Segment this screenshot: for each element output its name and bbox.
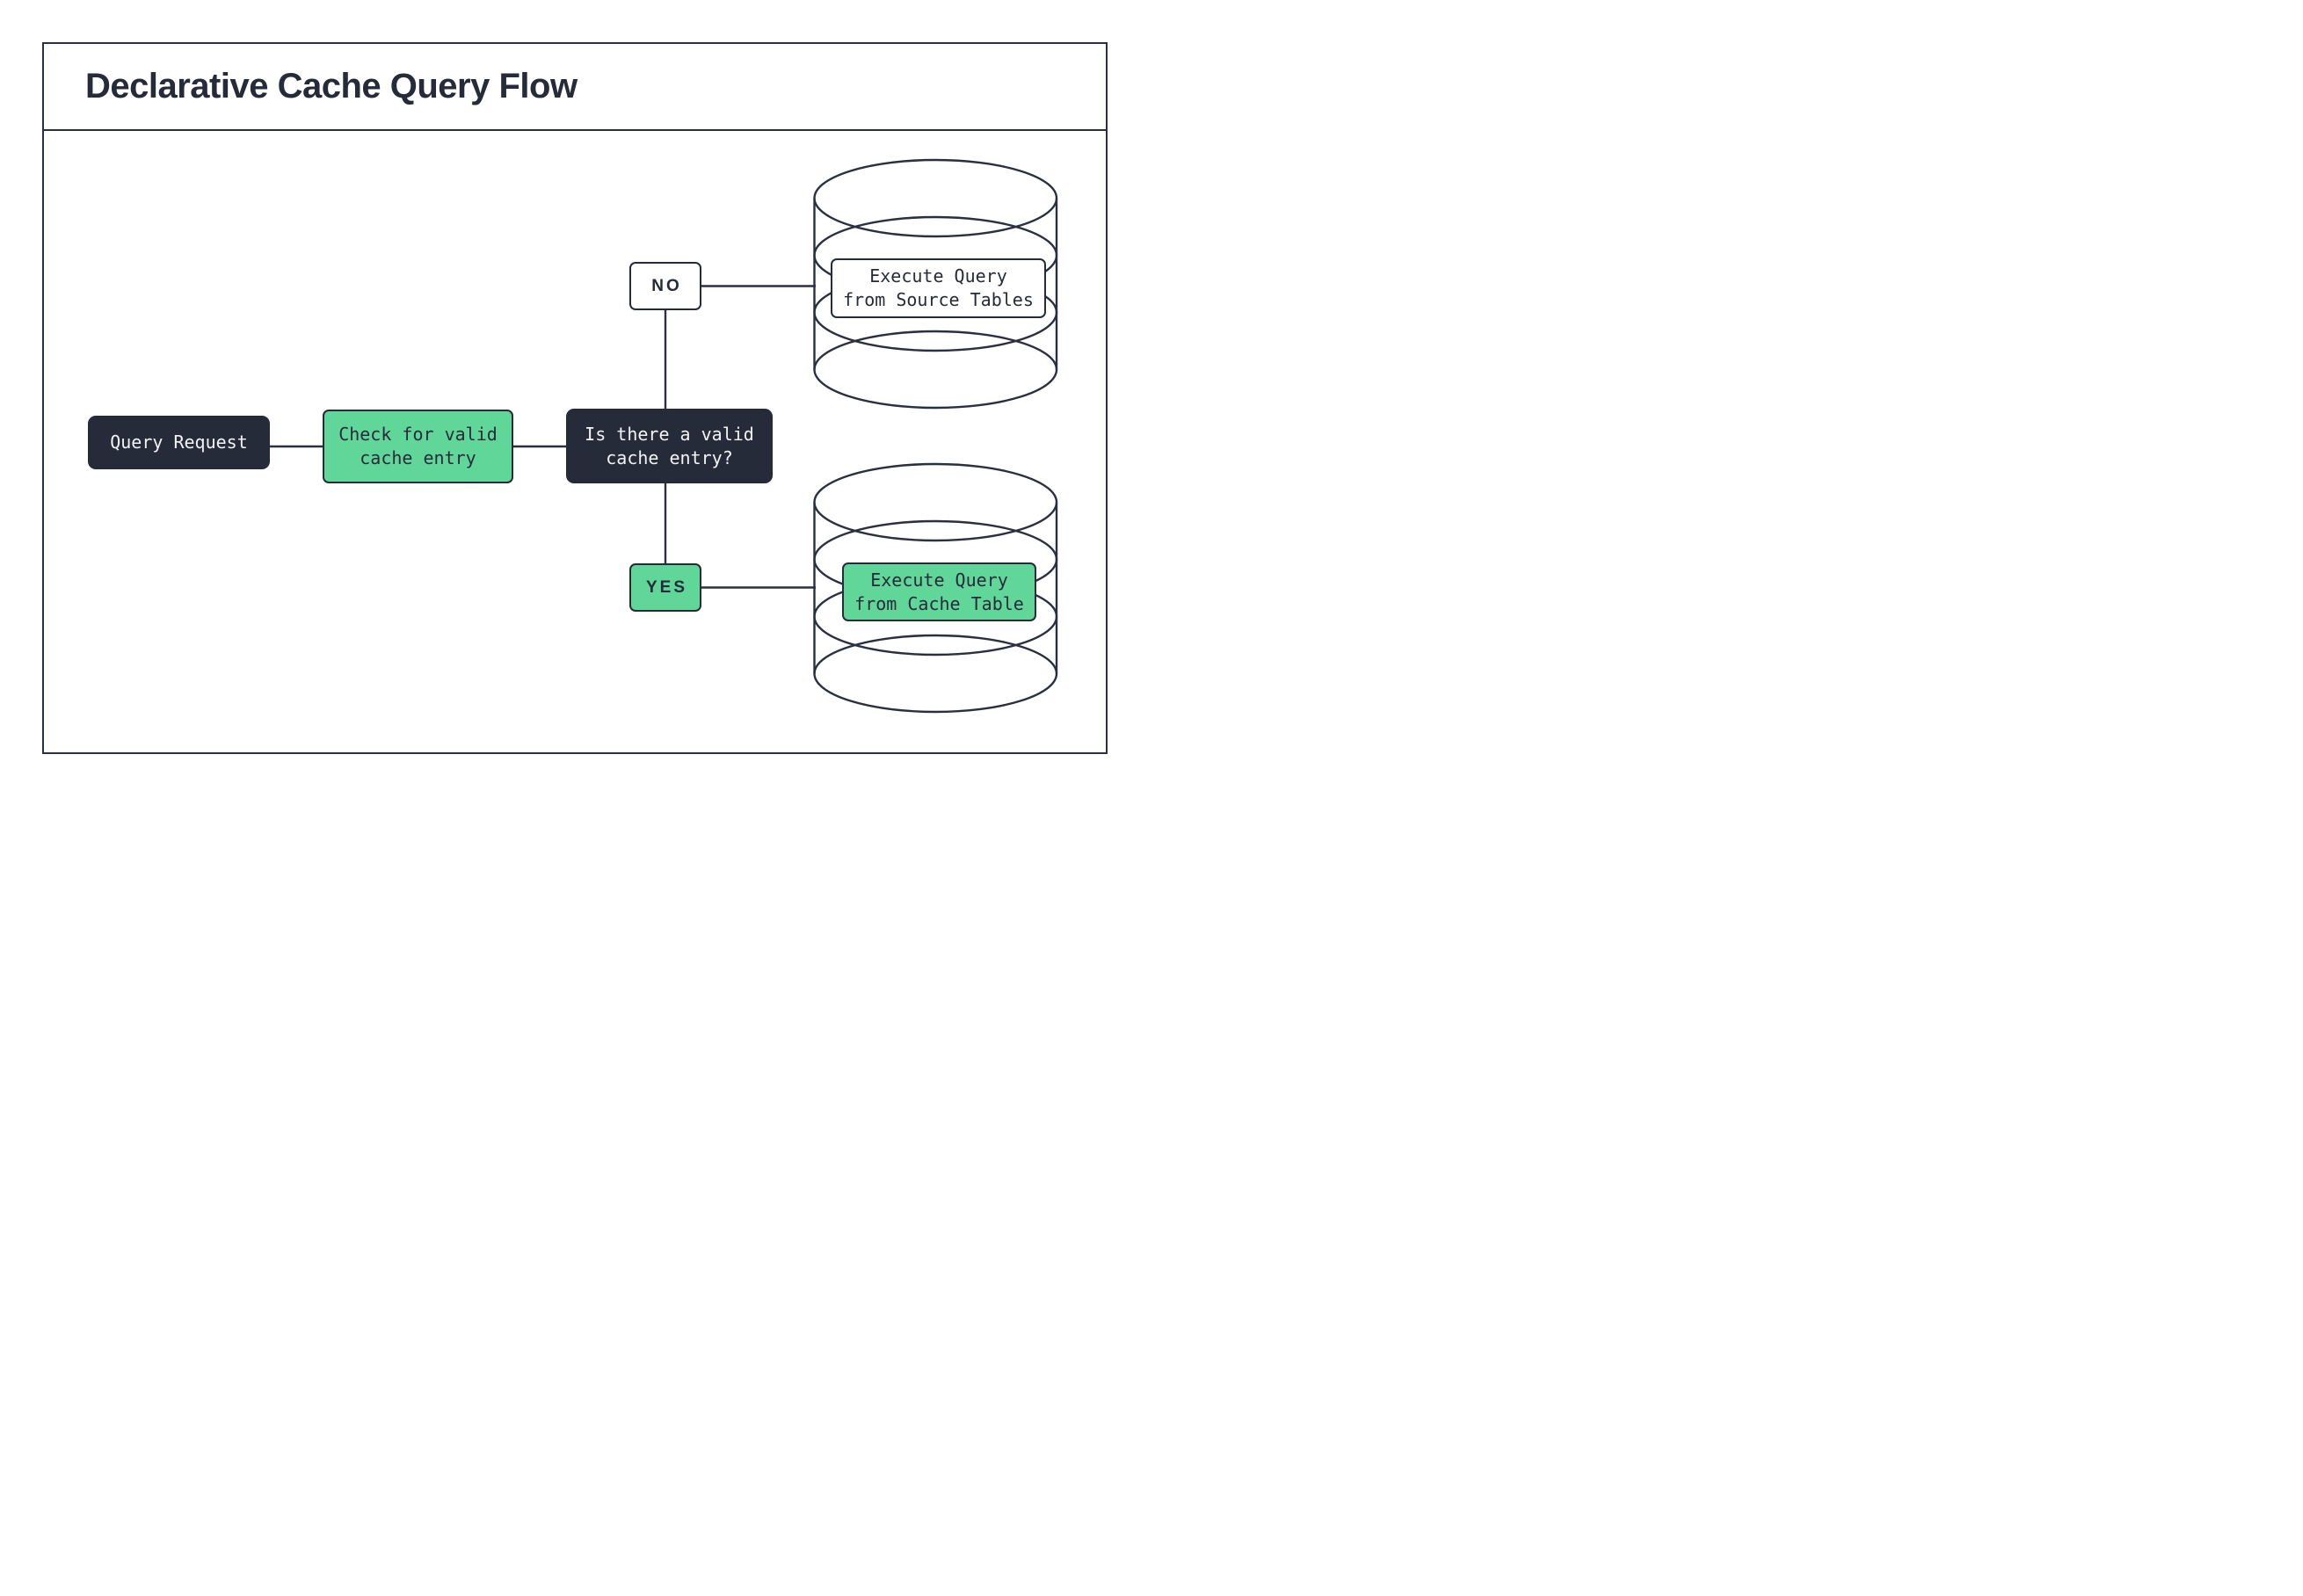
node-label: Is there a valid cache entry? [585,423,754,468]
node-label: NO [651,276,682,295]
node-execute-query-source: Execute Query from Source Tables [831,258,1046,318]
diagram-canvas: Declarative Cache Query Flow [0,0,1152,798]
page-title: Declarative Cache Query Flow [85,67,578,105]
node-decision-valid-cache: Is there a valid cache entry? [566,409,773,483]
node-label: YES [645,577,688,597]
branch-label-yes: YES [629,563,701,612]
node-label: Execute Query from Source Tables [843,265,1034,310]
node-label: Check for valid cache entry [338,424,498,468]
node-check-cache: Check for valid cache entry [323,410,513,483]
connectors-and-cylinders [268,158,1058,714]
node-execute-query-cache: Execute Query from Cache Table [842,562,1036,621]
branch-label-no: NO [629,262,701,310]
node-label: Execute Query from Cache Table [854,569,1024,614]
node-label: Query Request [110,432,248,453]
diagram-body: Query Request Check for valid cache entr… [0,0,1152,798]
diagram-header: Declarative Cache Query Flow [44,44,1106,131]
node-query-request: Query Request [88,416,270,469]
